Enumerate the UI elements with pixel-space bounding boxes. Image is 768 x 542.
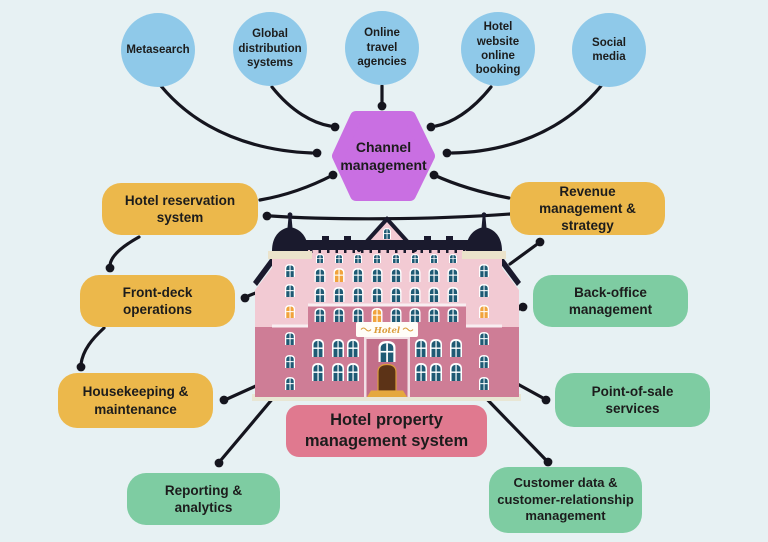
module-label: Back-office management	[568, 284, 653, 317]
connector-reservation-frontdeck	[105, 235, 141, 273]
connector-building-revenue	[508, 237, 545, 266]
pms-title-label: Hotel property management system	[286, 405, 487, 457]
source-label-social: Social media	[592, 36, 626, 63]
pms-title-text: Hotel property management system	[304, 410, 469, 450]
building-entrance: Hotel	[356, 322, 418, 397]
module-label: Customer data & customer-relationship ma…	[497, 475, 634, 524]
source-label-ota: Online travel agencies	[357, 27, 407, 69]
connector-building-reporting	[214, 395, 276, 468]
source-node-hotel-website-online-booking: Hotel website online booking	[461, 12, 535, 86]
hotel-building-illustration: Hotel	[252, 212, 521, 401]
source-label-gds: Global distribution systems	[238, 28, 302, 70]
source-label-metasearch: Metasearch	[126, 43, 190, 56]
hotel-sign-text: Hotel	[373, 326, 401, 336]
module-node-revenue-management-strategy: Revenue management & strategy	[510, 182, 665, 235]
building-ground	[252, 394, 521, 401]
building-left-tower	[268, 212, 312, 397]
module-label: Reporting & analytics	[164, 482, 243, 515]
source-node-online-travel-agencies: Online travel agencies	[345, 11, 419, 85]
hotel-sign: Hotel	[356, 322, 418, 337]
module-node-customer-data-crm: Customer data & customer-relationship ma…	[489, 467, 642, 533]
source-node-global-distribution-systems: Global distribution systems	[233, 12, 307, 86]
connector-social-hub	[442, 84, 603, 158]
hub-node-channel-management: Channel management	[332, 112, 435, 200]
module-label: Front-deck operations	[122, 284, 193, 317]
hub-hexagon	[332, 111, 435, 201]
connector-revenue-reservation	[262, 211, 512, 221]
module-label: Point-of-sale services	[591, 383, 674, 416]
hub-label: Channel management	[340, 138, 427, 173]
connector-gds-hub	[270, 85, 340, 132]
connector-building-customer	[478, 390, 553, 467]
source-node-social-media: Social media	[572, 13, 646, 87]
module-label: Hotel reservation system	[124, 192, 236, 225]
connector-website-hub	[426, 85, 493, 132]
source-label-website: Hotel website online booking	[475, 21, 521, 77]
module-node-housekeeping-maintenance: Housekeeping & maintenance	[58, 373, 213, 428]
module-node-point-of-sale-services: Point-of-sale services	[555, 373, 710, 427]
source-node-metasearch: Metasearch	[121, 13, 195, 87]
module-node-front-deck-operations: Front-deck operations	[80, 275, 235, 327]
module-node-reporting-analytics: Reporting & analytics	[127, 473, 280, 525]
building-left-wing	[253, 255, 277, 397]
door-icon	[367, 363, 407, 397]
connector-frontdeck-housekeeping	[76, 326, 106, 372]
module-node-back-office-management: Back-office management	[533, 275, 688, 327]
connector-metasearch-hub	[159, 84, 322, 158]
connector-hub-reservation	[258, 170, 338, 202]
building-right-wing	[497, 255, 521, 397]
module-label: Housekeeping & maintenance	[82, 384, 189, 417]
building-right-tower	[462, 212, 506, 397]
module-node-hotel-reservation-system: Hotel reservation system	[102, 183, 258, 235]
connector-hub-revenue	[429, 170, 511, 200]
module-label: Revenue management & strategy	[539, 183, 636, 234]
connector-ota-hub	[377, 84, 387, 111]
connector-building-housekeeping	[219, 383, 260, 405]
